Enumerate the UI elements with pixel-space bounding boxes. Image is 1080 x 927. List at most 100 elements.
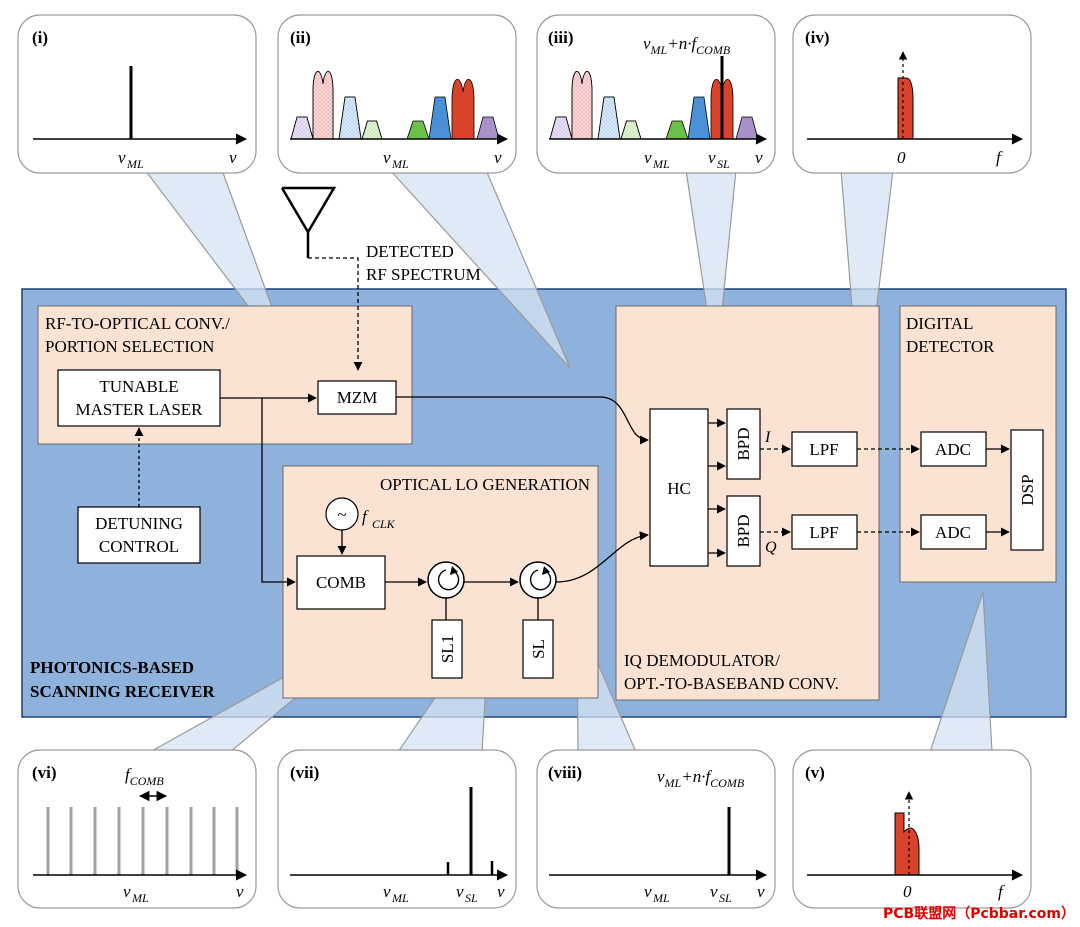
sl-label: SL	[529, 639, 548, 659]
panel-viii	[536, 749, 776, 909]
adc-q-block	[920, 514, 987, 550]
panel-iii-x2: v	[708, 148, 716, 167]
antenna-icon	[280, 186, 337, 258]
bpd-q-block	[726, 495, 761, 567]
signal-connections	[220, 393, 1010, 620]
panel-viii-label: (viii)	[548, 763, 582, 782]
panel-ii-x2: v	[494, 148, 502, 167]
bpd-i-block	[726, 408, 761, 480]
panel-vi	[17, 749, 257, 909]
q-channel-label: Q	[765, 539, 777, 556]
master-laser-line1: TUNABLE	[99, 377, 178, 396]
panel-iii-top-label: vML+n·fCOMB	[643, 34, 731, 57]
adc-i-block	[920, 431, 987, 467]
clock-f-label: f	[362, 507, 369, 526]
panel-viii-x2: v	[710, 882, 718, 901]
panel-vii-x2-sub: SL	[465, 891, 478, 905]
section-iq-line1: IQ DEMODULATOR/	[624, 651, 780, 670]
antenna-label-line2: RF SPECTRUM	[366, 265, 481, 284]
panel-iii-x1: v	[644, 148, 652, 167]
hc-label: HC	[667, 479, 691, 498]
i-channel-label: I	[764, 429, 771, 446]
receiver-title-line2: SCANNING RECEIVER	[30, 682, 215, 701]
panel-vi-x2: v	[236, 882, 244, 901]
lpf-q-label: LPF	[809, 523, 838, 542]
panel-vi-x1-sub: ML	[131, 891, 149, 905]
panel-vii	[277, 749, 517, 909]
panel-iii-x2-sub: SL	[717, 157, 730, 171]
section-lo-line1: OPTICAL LO GENERATION	[380, 475, 590, 494]
clock-f-sub: CLK	[372, 517, 396, 531]
panel-vii-x1-sub: ML	[391, 891, 409, 905]
lpf-i-label: LPF	[809, 440, 838, 459]
panel-ii-x1: v	[383, 148, 391, 167]
circulator-2-icon	[519, 561, 557, 599]
dsp-label: DSP	[1018, 474, 1037, 505]
section-rf-optical-line1: RF-TO-OPTICAL CONV./	[45, 314, 230, 333]
mzm-block	[317, 380, 397, 415]
signal-pink-hatch	[312, 71, 334, 140]
panel-viii-x1: v	[644, 882, 652, 901]
panel-ii-x1-sub: ML	[391, 157, 409, 171]
sl-block	[522, 619, 554, 679]
dsp-block	[1010, 429, 1044, 551]
section-digital-line1: DIGITAL	[906, 314, 974, 333]
sl1-label: SL1	[438, 635, 457, 663]
master-laser-line2: MASTER LASER	[75, 400, 203, 419]
panel-vi-label: (vi)	[32, 763, 57, 782]
section-digital-line2: DETECTOR	[906, 337, 995, 356]
panel-iv-x2: f	[996, 148, 1003, 167]
panel-vii-x2: v	[456, 882, 464, 901]
receiver-title-line1: PHOTONICS-BASED	[30, 658, 194, 677]
panel-vii-x1: v	[383, 882, 391, 901]
panel-vii-label: (vii)	[290, 763, 319, 782]
detuning-control-block	[77, 506, 201, 564]
lpf-q-block	[791, 514, 858, 550]
section-rf-optical-line2: PORTION SELECTION	[45, 337, 214, 356]
signal-pink-hatch	[571, 71, 593, 140]
panel-v-x2: f	[998, 882, 1005, 901]
panel-v-digitized-signal	[894, 812, 920, 876]
sl1-block	[431, 619, 463, 679]
panel-iv-x1: 0	[897, 148, 906, 167]
panel-iv-label: (iv)	[805, 28, 830, 47]
adc-i-label: ADC	[935, 440, 971, 459]
comb-label: COMB	[316, 573, 366, 592]
panel-iii-label: (iii)	[548, 28, 574, 47]
rf-feed-line	[308, 257, 363, 371]
clock-symbol: ~	[337, 505, 346, 524]
panel-v-label: (v)	[805, 763, 825, 782]
panel-i-x1: v	[118, 148, 126, 167]
section-iq-line2: OPT.-TO-BASEBAND CONV.	[624, 674, 839, 693]
panel-v-x1: 0	[903, 882, 912, 901]
comb-block	[296, 555, 386, 610]
antenna-label-line1: DETECTED	[366, 242, 454, 261]
master-laser-block	[57, 369, 221, 427]
panel-vi-x1: v	[123, 882, 131, 901]
mzm-label: MZM	[337, 388, 378, 407]
detuning-line1: DETUNING	[95, 514, 183, 533]
panel-i-x1-sub: ML	[126, 157, 144, 171]
panel-vi-top-label: fCOMB	[125, 765, 164, 788]
panel-vii-x3: v	[497, 882, 505, 901]
panel-vi-comb-lines	[46, 807, 239, 875]
panel-iii-x3: v	[755, 148, 763, 167]
panel-viii-x3: v	[757, 882, 765, 901]
panel-viii-x1-sub: ML	[652, 891, 670, 905]
panel-i-x2: v	[229, 148, 237, 167]
panel-iv-baseband-signal	[897, 77, 914, 140]
panel-ii-spectrum	[290, 71, 500, 140]
panel-i-label: (i)	[32, 28, 48, 47]
bpd-q-label: BPD	[734, 514, 753, 547]
hybrid-coupler-block	[649, 408, 709, 567]
bpd-i-label: BPD	[734, 427, 753, 460]
panel-iii-x1-sub: ML	[652, 157, 670, 171]
panel-viii-x2-sub: SL	[719, 891, 732, 905]
adc-q-label: ADC	[935, 523, 971, 542]
panel-i	[17, 14, 257, 174]
panel-ii-label: (ii)	[290, 28, 311, 47]
detuning-line2: CONTROL	[99, 537, 179, 556]
circulator-1-icon	[427, 561, 465, 599]
watermark-text: PCB联盟网（Pcbbar.com）	[883, 906, 1075, 922]
